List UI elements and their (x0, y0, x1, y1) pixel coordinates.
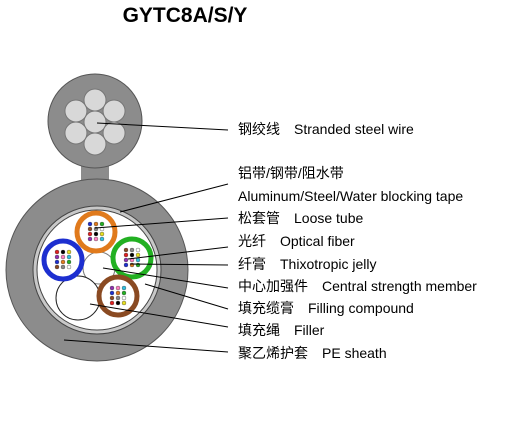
optical-fiber (66, 249, 72, 255)
optical-fiber (93, 236, 99, 242)
label-en: Loose tube (294, 210, 364, 226)
label-filler: 填充绳 Filler (238, 322, 324, 338)
optical-fiber (54, 259, 60, 265)
optical-fiber (123, 252, 129, 258)
optical-fiber (99, 221, 105, 227)
optical-fiber (99, 236, 105, 242)
optical-fiber (87, 236, 93, 242)
optical-fiber (135, 252, 141, 258)
label-pe-sheath: 聚乙烯护套 PE sheath (238, 345, 387, 361)
steel-strand (102, 99, 126, 123)
leader-line-filler (89, 303, 229, 328)
steel-strand (83, 132, 107, 156)
optical-fiber (115, 300, 121, 306)
leader-line-steel-wire (96, 122, 229, 131)
optical-fiber (87, 226, 93, 232)
label-tape-zh: 铝带/钢带/阻水带 (238, 165, 344, 181)
leader-line-filling-compound (144, 283, 229, 310)
optical-fiber (60, 254, 66, 260)
label-thixotropic-jelly: 纤膏 Thixotropic jelly (238, 256, 376, 272)
label-en: Stranded steel wire (294, 121, 414, 137)
optical-fiber (93, 231, 99, 237)
loose-tube-green (110, 236, 154, 280)
optical-fiber (121, 300, 127, 306)
optical-fiber (66, 264, 72, 270)
leader-line-optical-fiber (127, 246, 229, 260)
label-zh: 填充绳 (238, 322, 280, 338)
label-zh: 光纤 (238, 233, 266, 249)
label-zh: 铝带/钢带/阻水带 (238, 165, 344, 181)
stranded-steel-wire (64, 88, 126, 156)
label-en: Central strength member (322, 278, 477, 294)
optical-fiber (60, 264, 66, 270)
label-central-strength-member: 中心加强件 Central strength member (238, 278, 477, 294)
label-en: Filler (294, 322, 325, 338)
label-en: Optical fiber (280, 233, 355, 249)
optical-fiber (109, 285, 115, 291)
optical-fiber (109, 300, 115, 306)
loose-tube-brown (96, 274, 140, 318)
optical-fiber (129, 247, 135, 253)
optical-fiber (123, 247, 129, 253)
steel-strand (102, 121, 126, 145)
label-filling-compound: 填充缆膏 Filling compound (238, 300, 414, 316)
optical-fiber (54, 249, 60, 255)
optical-fiber (135, 247, 141, 253)
optical-fiber (121, 295, 127, 301)
optical-fiber (115, 295, 121, 301)
leader-line-strength-member (102, 267, 229, 289)
label-en: PE sheath (322, 345, 387, 361)
label-zh: 纤膏 (238, 256, 266, 272)
optical-fiber (115, 290, 121, 296)
optical-fiber (54, 264, 60, 270)
label-zh: 填充缆膏 (238, 300, 294, 316)
optical-fiber (115, 285, 121, 291)
messenger-part (47, 73, 143, 190)
optical-fiber (123, 257, 129, 263)
label-tape-en: Aluminum/Steel/Water blocking tape (238, 188, 463, 204)
optical-fiber (109, 290, 115, 296)
leader-lines (63, 122, 229, 353)
label-en: Filling compound (308, 300, 414, 316)
label-en: Aluminum/Steel/Water blocking tape (238, 188, 464, 204)
label-zh: 钢绞线 (238, 121, 280, 137)
optical-fiber (129, 252, 135, 258)
label-stranded-steel-wire: 钢绞线 Stranded steel wire (238, 121, 414, 137)
steel-strand (83, 88, 107, 112)
leader-line-jelly (129, 263, 229, 266)
optical-fiber (109, 295, 115, 301)
leader-line-loose-tube (94, 217, 229, 229)
label-zh: 中心加强件 (238, 278, 308, 294)
optical-fiber (87, 221, 93, 227)
steel-strand (64, 121, 88, 145)
cable-body (5, 178, 189, 362)
loose-tube-blue (41, 238, 85, 282)
optical-fiber (60, 259, 66, 265)
optical-fiber (123, 262, 129, 268)
optical-fiber (93, 221, 99, 227)
leader-line-pe-sheath (63, 339, 229, 353)
optical-fiber (135, 257, 141, 263)
label-zh: 聚乙烯护套 (238, 345, 308, 361)
steel-strand (64, 99, 88, 123)
optical-fiber (99, 231, 105, 237)
loose-tubes (41, 210, 154, 318)
leader-line-tape (119, 183, 229, 213)
optical-fiber (87, 231, 93, 237)
label-loose-tube: 松套管 Loose tube (238, 210, 363, 226)
diagram-title: GYTC8A/S/Y (122, 4, 248, 27)
optical-fiber (121, 285, 127, 291)
optical-fiber (54, 254, 60, 260)
optical-fiber (60, 249, 66, 255)
label-optical-fiber: 光纤 Optical fiber (238, 233, 355, 249)
loose-tube-orange (74, 210, 118, 254)
filler-rope (55, 275, 101, 321)
label-zh: 松套管 (238, 210, 280, 226)
optical-fiber (66, 254, 72, 260)
optical-fiber (121, 290, 127, 296)
label-en: Thixotropic jelly (280, 256, 377, 272)
steel-strand (83, 110, 107, 134)
optical-fiber (66, 259, 72, 265)
